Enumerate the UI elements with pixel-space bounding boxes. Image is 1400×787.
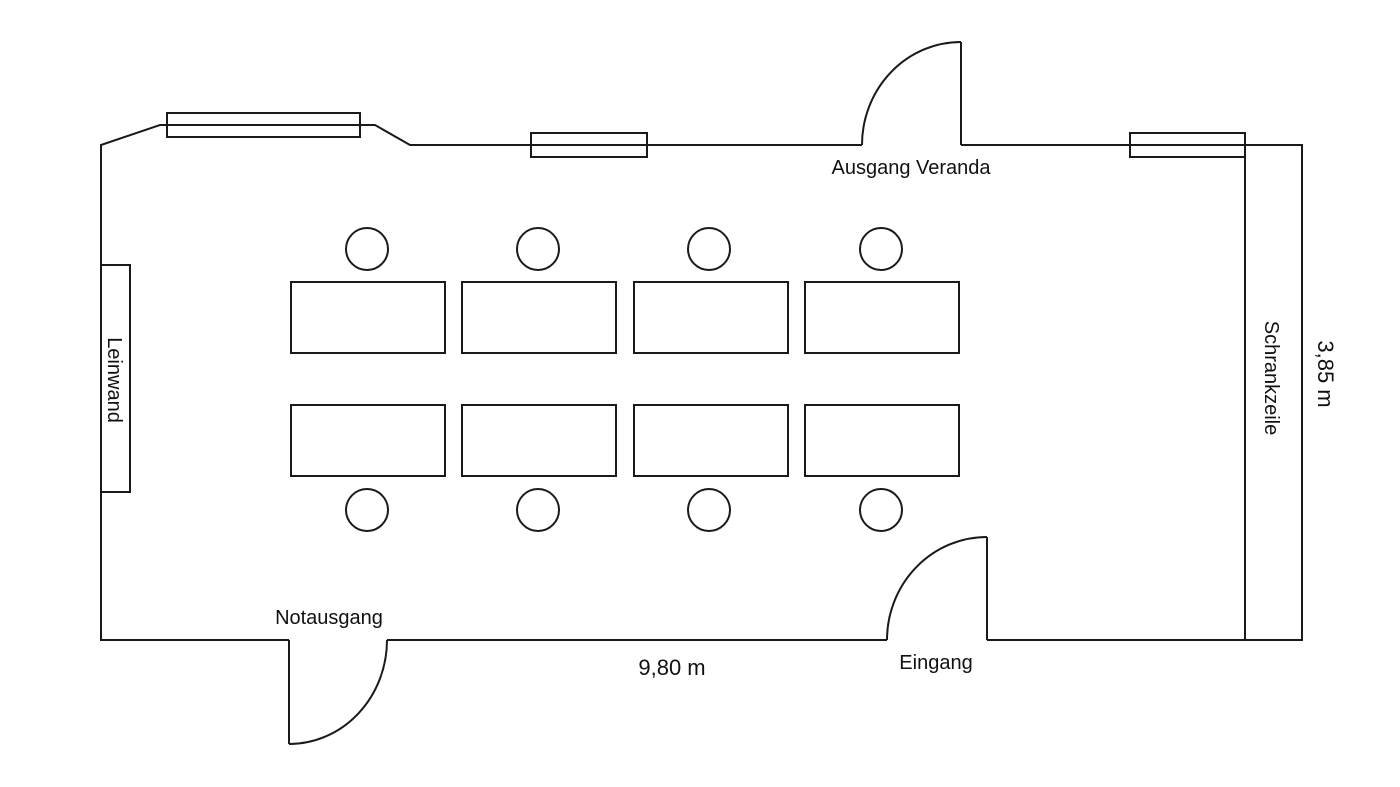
table [804, 281, 960, 354]
table [461, 281, 617, 354]
exit-veranda-label: Ausgang Veranda [831, 157, 991, 179]
table [633, 404, 789, 477]
chair [687, 488, 731, 532]
chair [859, 227, 903, 271]
screen-label: Leinwand [103, 337, 125, 423]
emergency-door-swing [288, 639, 388, 745]
entrance-door-swing [886, 536, 988, 641]
window-2 [530, 132, 648, 158]
table [290, 404, 446, 477]
veranda-door-swing [861, 41, 962, 146]
tables [290, 281, 960, 477]
projection-screen [100, 264, 131, 493]
table [461, 404, 617, 477]
chair [516, 227, 560, 271]
top-wall [100, 124, 862, 641]
chair [345, 488, 389, 532]
chair [345, 227, 389, 271]
top-wall-right [961, 144, 1303, 641]
table [633, 281, 789, 354]
chair [859, 488, 903, 532]
emergency-exit-label: Notausgang [275, 607, 383, 629]
table [804, 404, 960, 477]
chairs [345, 227, 903, 532]
chair [516, 488, 560, 532]
width-dimension-label: 3,85 m [1313, 340, 1338, 407]
chair [687, 227, 731, 271]
length-dimension-label: 9,80 m [638, 655, 705, 680]
entrance-label: Eingang [899, 652, 972, 674]
window-3 [1129, 132, 1246, 158]
table [290, 281, 446, 354]
cabinet-row-label: Schrankzeile [1260, 321, 1282, 436]
